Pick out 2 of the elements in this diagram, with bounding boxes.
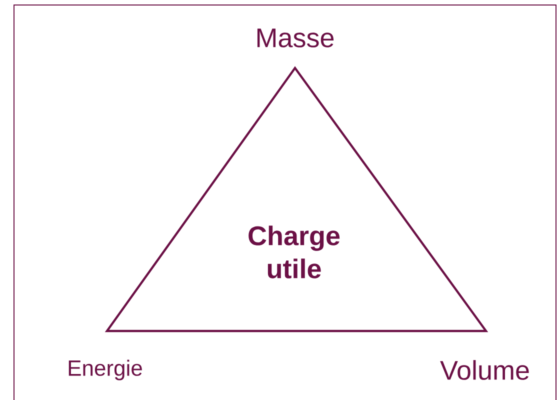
corner-label: Energie [68, 360, 142, 380]
corner-label: Volume [440, 360, 529, 380]
